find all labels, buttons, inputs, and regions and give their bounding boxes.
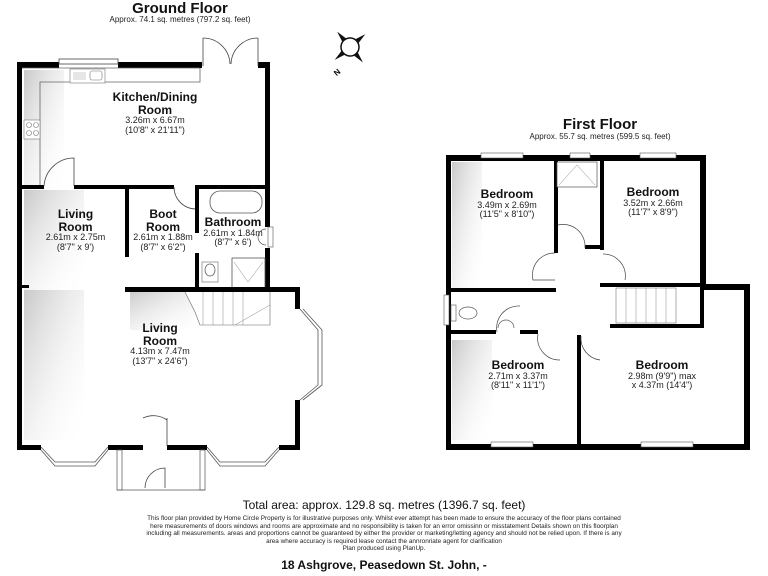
room-name: Bedroom xyxy=(491,358,545,372)
room-dimensions-metric: 2.71m x 3.37m xyxy=(488,370,548,381)
room-dimensions-imperial: (8'7" x 6') xyxy=(214,237,252,248)
room-name: Bedroom xyxy=(635,358,689,372)
room-label-bedroom-2: Bedroom 3.52m x 2.66m (11'7" x 8'9") xyxy=(608,186,698,217)
compass-icon xyxy=(334,31,366,63)
room-dimensions-imperial: x 4.37m (14'4") xyxy=(631,380,693,391)
first-floor-title: First Floor xyxy=(562,116,638,133)
room-dimensions-imperial: (8'7" x 6'2") xyxy=(140,241,186,252)
room-dimensions-metric: 2.98m (9'9") max xyxy=(628,370,696,381)
room-dimensions-imperial: (8'7" x 9') xyxy=(56,241,95,252)
compass-north-label: N xyxy=(332,67,342,78)
room-dimensions-metric: 3.26m x 6.67m xyxy=(125,115,185,126)
room-name: Kitchen/Dining xyxy=(112,90,198,104)
room-dimensions-imperial: (11'7" x 8'9") xyxy=(628,207,678,218)
room-name: Bedroom xyxy=(480,187,534,201)
room-label-living-room-main: Living Room 4.13m x 7.47m (13'7" x 24'6"… xyxy=(105,322,215,366)
room-dimensions-metric: 2.61m x 1.88m xyxy=(133,232,193,243)
room-dimensions-metric: 2.61m x 1.84m xyxy=(203,227,263,238)
room-dimensions-imperial: (11'5" x 8'10") xyxy=(479,209,535,220)
room-dimensions-imperial: (8'11" x 11'1") xyxy=(490,380,546,391)
disclaimer-line: here measurements of doors windows and r… xyxy=(150,522,618,530)
room-name: Bathroom xyxy=(204,215,262,229)
room-label-living-room-small: Living Room 2.61m x 2.75m (8'7" x 9') xyxy=(28,208,123,252)
room-dimensions-imperial: (13'7" x 24'6") xyxy=(132,355,188,366)
room-dimensions-metric: 2.61m x 2.75m xyxy=(45,232,106,243)
room-label-bathroom: Bathroom 2.61m x 1.84m (8'7" x 6') xyxy=(199,216,267,247)
first-floor-area: Approx. 55.7 sq. metres (599.5 sq. feet) xyxy=(529,132,671,141)
property-address: 18 Ashgrove, Peasedown St. John, - xyxy=(281,558,487,572)
disclaimer-line: Plan produced using PlanUp. xyxy=(342,545,426,553)
room-label-kitchen-dining: Kitchen/Dining Room 3.26m x 6.67m (10'8"… xyxy=(90,91,220,135)
room-dimensions-metric: 3.52m x 2.66m xyxy=(623,197,683,208)
room-name: Room xyxy=(138,102,172,117)
first-floor-plan xyxy=(443,152,750,450)
room-name: Room xyxy=(143,333,177,348)
room-dimensions-metric: 3.49m x 2.69m xyxy=(477,199,537,210)
total-area: Total area: approx. 129.8 sq. metres (13… xyxy=(242,498,526,512)
room-name: Room xyxy=(146,219,180,234)
ground-floor-plan xyxy=(17,37,323,491)
disclaimer: This floor plan provided by Home Circle … xyxy=(112,515,656,553)
ground-floor-title: Ground Floor xyxy=(132,0,228,17)
disclaimer-line: including all measurements. areas and pr… xyxy=(146,530,622,538)
room-name: Bedroom xyxy=(626,185,680,199)
room-dimensions-metric: 4.13m x 7.47m xyxy=(130,346,190,357)
room-name: Boot xyxy=(149,207,177,221)
room-name: Living xyxy=(57,207,94,221)
room-label-bedroom-4: Bedroom 2.98m (9'9") max x 4.37m (14'4") xyxy=(607,359,717,390)
ground-floor-area: Approx. 74.1 sq. metres (797.2 sq. feet) xyxy=(109,15,251,24)
room-label-bedroom-1: Bedroom 3.49m x 2.69m (11'5" x 8'10") xyxy=(462,188,552,219)
disclaimer-line: area where accuracy is required lease co… xyxy=(266,537,502,545)
room-label-boot-room: Boot Room 2.61m x 1.88m (8'7" x 6'2") xyxy=(127,208,199,252)
room-name: Living xyxy=(142,321,178,335)
room-name: Room xyxy=(58,219,93,234)
room-label-bedroom-3: Bedroom 2.71m x 3.37m (8'11" x 11'1") xyxy=(466,359,570,390)
room-dimensions-imperial: (10'8" x 21'11") xyxy=(125,124,185,135)
disclaimer-line: This floor plan provided by Home Circle … xyxy=(147,515,621,522)
